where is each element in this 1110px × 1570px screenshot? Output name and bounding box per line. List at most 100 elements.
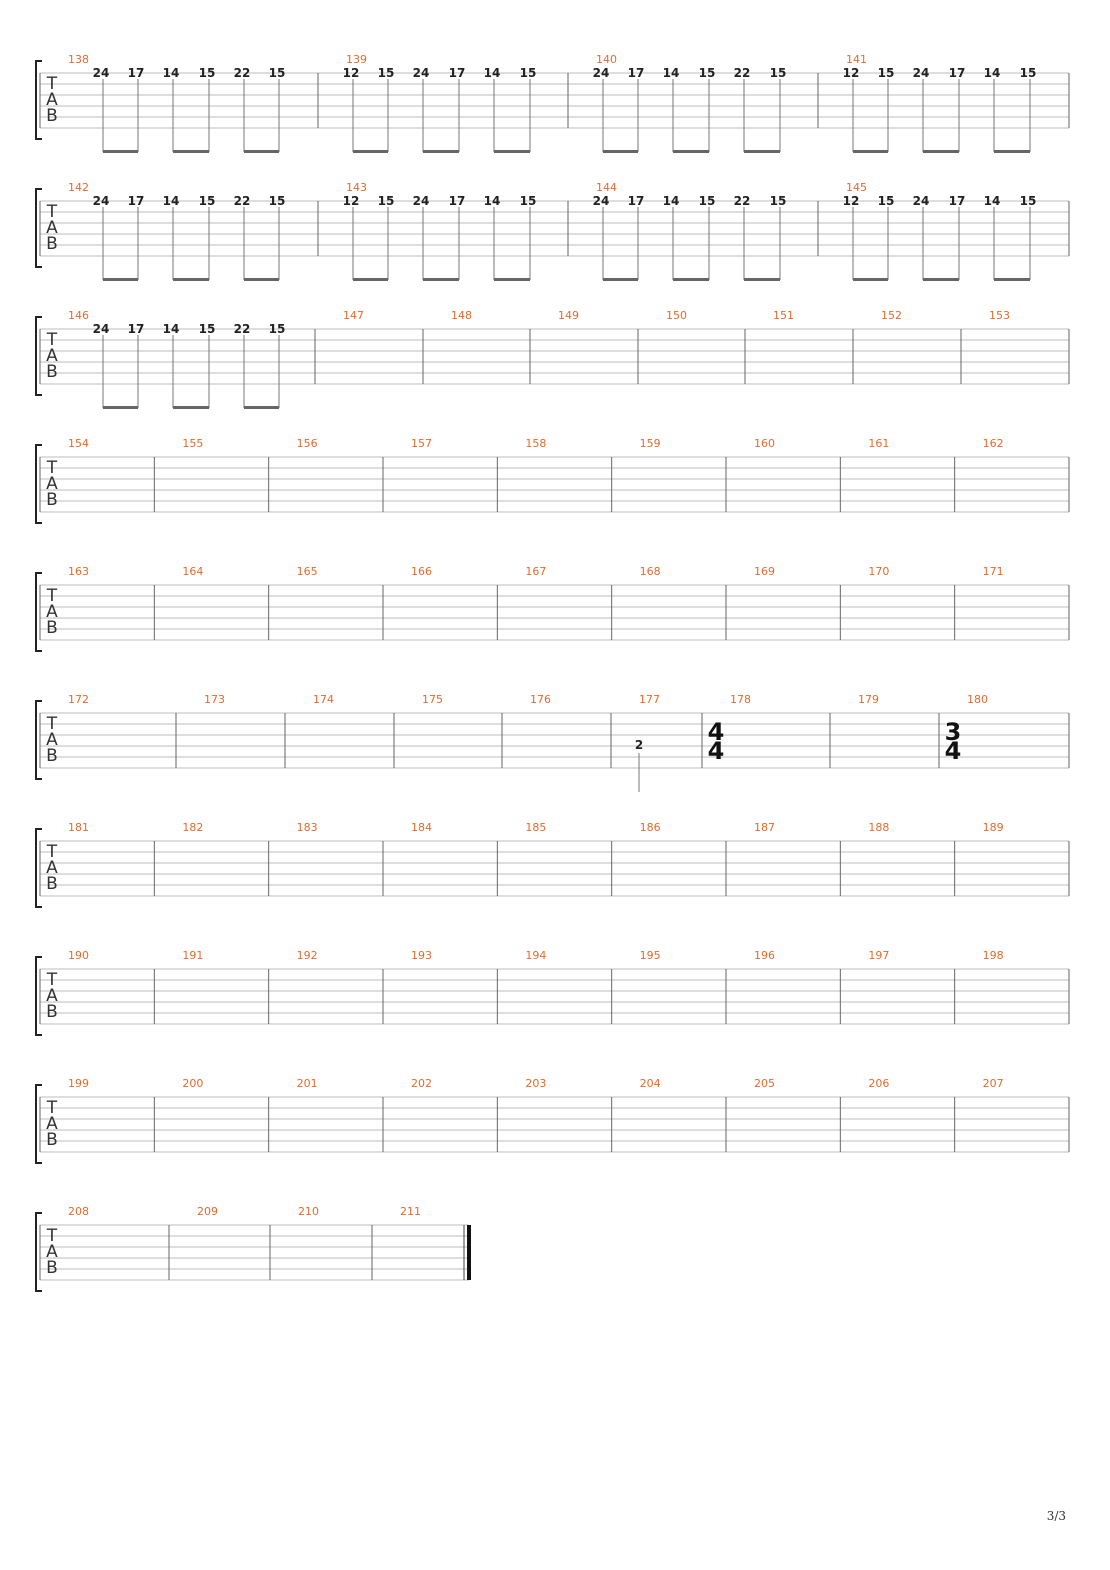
- bar-number: 179: [858, 693, 879, 706]
- fret-number: 17: [628, 66, 645, 80]
- bar-number: 211: [400, 1205, 421, 1218]
- note-beam: [103, 278, 138, 281]
- note-beam: [853, 278, 888, 281]
- fret-number: 15: [199, 194, 216, 208]
- bar-number: 143: [346, 181, 367, 194]
- fret-number: 24: [913, 194, 930, 208]
- bar-number: 150: [666, 309, 687, 322]
- tab-clef-letter: B: [46, 106, 58, 126]
- bar-number: 188: [868, 821, 889, 834]
- tab-clef-letter: A: [46, 90, 58, 110]
- bar-number: 139: [346, 53, 367, 66]
- bar-number: 140: [596, 53, 617, 66]
- fret-number: 24: [413, 194, 430, 208]
- note-beam: [603, 150, 638, 153]
- fret-number: 22: [234, 194, 251, 208]
- bar-number: 192: [297, 949, 318, 962]
- bar-number: 205: [754, 1077, 775, 1090]
- note-beam: [744, 278, 780, 281]
- bar-number: 146: [68, 309, 89, 322]
- fret-number: 17: [128, 322, 145, 336]
- bar-number: 186: [640, 821, 661, 834]
- bar-number: 142: [68, 181, 89, 194]
- tab-clef-letter: B: [46, 490, 58, 510]
- bar-number: 187: [754, 821, 775, 834]
- tab-clef-letter: A: [46, 218, 58, 238]
- bar-number: 154: [68, 437, 89, 450]
- note-beam: [423, 278, 459, 281]
- fret-number: 24: [913, 66, 930, 80]
- bar-number: 206: [868, 1077, 889, 1090]
- bar-number: 170: [868, 565, 889, 578]
- tab-clef-letter: A: [46, 858, 58, 878]
- bar-number: 165: [297, 565, 318, 578]
- bar-number: 207: [983, 1077, 1004, 1090]
- system-bracket: [35, 828, 42, 908]
- bar-number: 145: [846, 181, 867, 194]
- note-beam: [353, 150, 388, 153]
- bar-number: 169: [754, 565, 775, 578]
- bar-number: 176: [530, 693, 551, 706]
- note-beam: [244, 150, 279, 153]
- note-beam: [494, 150, 530, 153]
- fret-number: 12: [843, 66, 860, 80]
- tab-clef-letter: A: [46, 474, 58, 494]
- fret-number: 15: [378, 194, 395, 208]
- bar-number: 210: [298, 1205, 319, 1218]
- bar-number: 198: [983, 949, 1004, 962]
- bar-number: 151: [773, 309, 794, 322]
- bar-number: 174: [313, 693, 334, 706]
- bar-number: 166: [411, 565, 432, 578]
- tab-clef-letter: T: [46, 1098, 58, 1118]
- note-beam: [994, 150, 1030, 153]
- fret-number: 15: [878, 194, 895, 208]
- bar-number: 178: [730, 693, 751, 706]
- fret-number: 15: [699, 194, 716, 208]
- system-bracket: [35, 572, 42, 652]
- fret-number: 15: [269, 66, 286, 80]
- bar-number: 197: [868, 949, 889, 962]
- bar-number: 153: [989, 309, 1010, 322]
- tab-clef-letter: B: [46, 1258, 58, 1278]
- fret-number: 15: [770, 194, 787, 208]
- bar-number: 193: [411, 949, 432, 962]
- bar-number: 201: [297, 1077, 318, 1090]
- bar-number: 164: [182, 565, 203, 578]
- bar-number: 149: [558, 309, 579, 322]
- bar-number: 173: [204, 693, 225, 706]
- system-bracket: [35, 1212, 42, 1292]
- fret-number: 12: [343, 194, 360, 208]
- tab-clef-letter: A: [46, 986, 58, 1006]
- tab-clef-letter: B: [46, 234, 58, 254]
- system-bracket: [35, 700, 42, 780]
- tab-clef-letter: B: [46, 746, 58, 766]
- bar-number: 200: [182, 1077, 203, 1090]
- bar-number: 171: [983, 565, 1004, 578]
- note-beam: [173, 278, 209, 281]
- note-beam: [423, 150, 459, 153]
- note-beam: [744, 150, 780, 153]
- bar-number: 168: [640, 565, 661, 578]
- system-bracket: [35, 444, 42, 524]
- bar-number: 208: [68, 1205, 89, 1218]
- bar-number: 203: [525, 1077, 546, 1090]
- tab-clef-letter: B: [46, 1002, 58, 1022]
- fret-number: 17: [128, 66, 145, 80]
- bar-number: 196: [754, 949, 775, 962]
- bar-number: 144: [596, 181, 617, 194]
- bar-number: 191: [182, 949, 203, 962]
- note-beam: [603, 278, 638, 281]
- bar-number: 160: [754, 437, 775, 450]
- fret-number: 14: [663, 66, 680, 80]
- tab-clef-letter: A: [46, 1114, 58, 1134]
- fret-number: 12: [843, 194, 860, 208]
